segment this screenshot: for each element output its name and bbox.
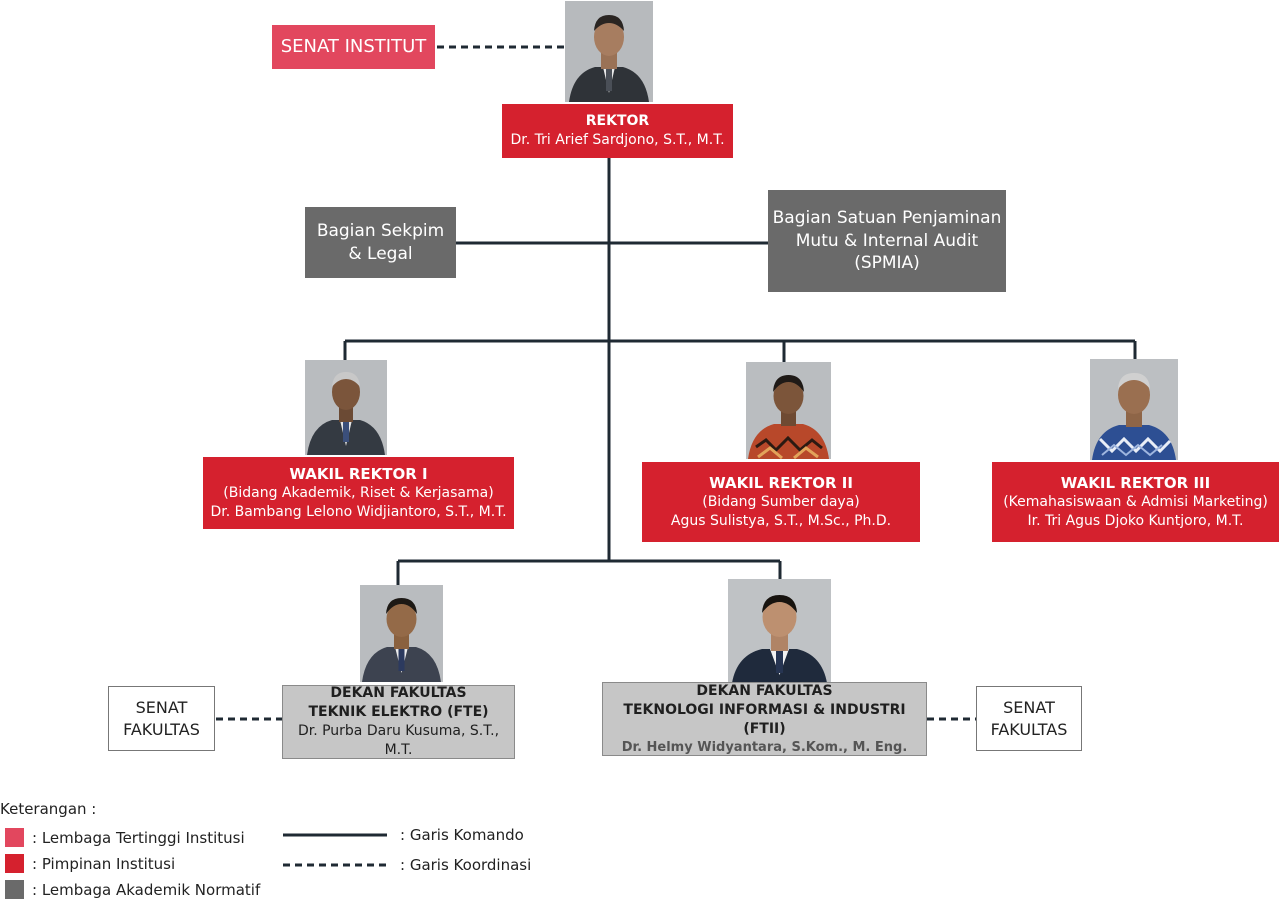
wakil-rektor-3-name: Ir. Tri Agus Djoko Kuntjoro, M.T. [1027, 513, 1244, 530]
senat-fakultas-ftii-box: SENAT FAKULTAS [976, 686, 1082, 751]
legend-swatch [5, 854, 24, 873]
legend-label: : Garis Komando [400, 826, 524, 844]
senat-fakultas-fte-line2: FAKULTAS [123, 719, 200, 739]
legend-item-lembaga-tertinggi: : Lembaga Tertinggi Institusi [5, 828, 245, 847]
sekpim-box: Bagian Sekpim & Legal [305, 207, 456, 278]
dekan-ftii-box: DEKAN FAKULTAS TEKNOLOGI INFORMASI & IND… [602, 682, 927, 756]
person-portrait-icon [565, 1, 653, 102]
sekpim-line1: Bagian Sekpim [316, 220, 445, 241]
wakil-rektor-2-box: WAKIL REKTOR II (Bidang Sumber daya) Agu… [642, 462, 920, 542]
wakil-rektor-1-name: Dr. Bambang Lelono Widjiantoro, S.T., M.… [210, 504, 507, 521]
senat-fakultas-ftii-line2: FAKULTAS [990, 719, 1068, 739]
senat-institut-label: SENAT INSTITUT [280, 35, 427, 57]
wakil-rektor-1-title: WAKIL REKTOR I [289, 464, 428, 483]
person-portrait-icon [728, 579, 831, 683]
spmia-line3: (SPMIA) [854, 253, 920, 274]
spmia-line2: Mutu & Internal Audit [795, 230, 979, 251]
legend-item-garis-komando: : Garis Komando [400, 826, 524, 844]
person-portrait-icon [1090, 359, 1178, 460]
rektor-title: REKTOR [585, 113, 650, 130]
dekan-ftii-name: Dr. Helmy Widyantara, S.Kom., M. Eng. [621, 739, 908, 755]
wakil-rektor-3-photo [1090, 359, 1178, 460]
person-portrait-icon [305, 360, 387, 455]
senat-fakultas-ftii-line1: SENAT [1003, 697, 1055, 717]
dekan-fte-box: DEKAN FAKULTAS TEKNIK ELEKTRO (FTE) Dr. … [282, 685, 515, 759]
wakil-rektor-1-field: (Bidang Akademik, Riset & Kerjasama) [223, 485, 494, 502]
senat-institut-box: SENAT INSTITUT [272, 25, 435, 69]
legend-item-lembaga-normatif: : Lembaga Akademik Normatif [5, 880, 260, 899]
legend-title: Keterangan : [0, 800, 97, 818]
dekan-fte-name: Dr. Purba Daru Kusuma, S.T., M.T. [297, 723, 500, 758]
dekan-ftii-line2: TEKNOLOGI INFORMASI & INDUSTRI (FTII) [623, 701, 906, 737]
spmia-line1: Bagian Satuan Penjaminan [772, 207, 1002, 228]
wakil-rektor-1-photo [305, 360, 387, 455]
dekan-ftii-photo [728, 579, 831, 683]
wakil-rektor-3-box: WAKIL REKTOR III (Kemahasiswaan & Admisi… [992, 462, 1279, 542]
legend-swatch [5, 828, 24, 847]
rektor-box: REKTOR Dr. Tri Arief Sardjono, S.T., M.T… [502, 104, 733, 158]
legend-swatch [5, 880, 24, 899]
legend-item-garis-koordinasi: : Garis Koordinasi [400, 856, 531, 874]
wakil-rektor-2-title: WAKIL REKTOR II [709, 473, 853, 492]
legend-label: : Pimpinan Institusi [32, 854, 176, 873]
legend-label: : Garis Koordinasi [400, 856, 532, 874]
wakil-rektor-2-field: (Bidang Sumber daya) [702, 494, 860, 511]
wakil-rektor-3-field: (Kemahasiswaan & Admisi Marketing) [1003, 494, 1268, 511]
dekan-fte-photo [360, 585, 443, 682]
person-portrait-icon [746, 362, 831, 459]
legend-label: : Lembaga Akademik Normatif [32, 880, 261, 899]
rektor-name: Dr. Tri Arief Sardjono, S.T., M.T. [510, 132, 725, 148]
legend-item-pimpinan: : Pimpinan Institusi [5, 854, 175, 873]
wakil-rektor-2-photo [746, 362, 831, 459]
wakil-rektor-1-box: WAKIL REKTOR I (Bidang Akademik, Riset &… [203, 457, 514, 529]
dekan-ftii-line1: DEKAN FAKULTAS [696, 682, 833, 699]
spmia-box: Bagian Satuan Penjaminan Mutu & Internal… [768, 190, 1006, 292]
legend-line-samples [283, 833, 387, 867]
legend-label: : Lembaga Tertinggi Institusi [32, 828, 245, 847]
dekan-fte-line1: DEKAN FAKULTAS [330, 685, 467, 702]
rektor-photo [565, 1, 653, 102]
senat-fakultas-fte-line1: SENAT [135, 697, 188, 717]
sekpim-line2: & Legal [348, 243, 413, 264]
wakil-rektor-3-title: WAKIL REKTOR III [1060, 473, 1211, 492]
dekan-fte-line2: TEKNIK ELEKTRO (FTE) [308, 704, 489, 721]
senat-fakultas-fte-box: SENAT FAKULTAS [108, 686, 215, 751]
wakil-rektor-2-name: Agus Sulistya, S.T., M.Sc., Ph.D. [670, 513, 892, 530]
person-portrait-icon [360, 585, 443, 682]
